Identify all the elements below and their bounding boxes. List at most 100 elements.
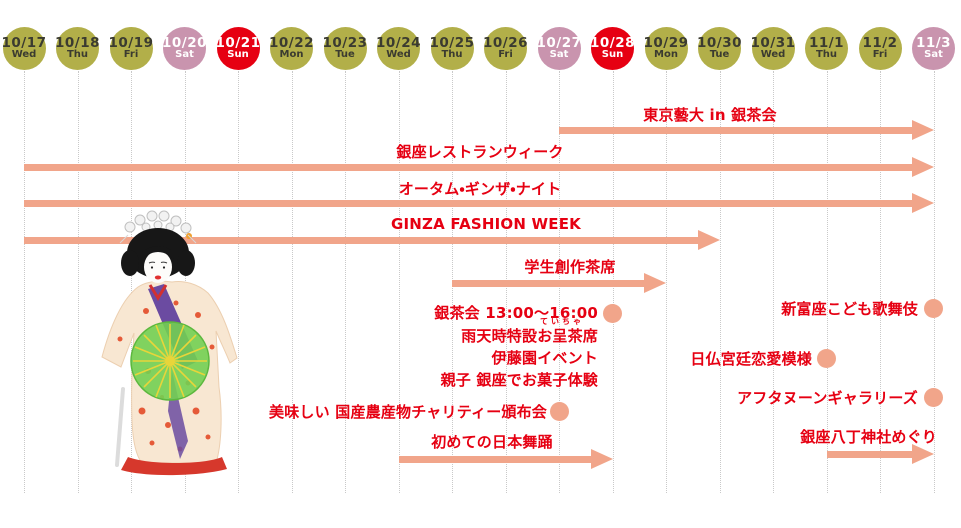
event-sublabel: 雨天時特設お呈茶席 bbox=[461, 327, 598, 345]
grid-line bbox=[77, 71, 79, 493]
date-label: 10/28 bbox=[590, 35, 636, 52]
dow-label: Wed bbox=[386, 49, 411, 61]
arrowhead-icon bbox=[644, 273, 666, 293]
event-label: 初めての日本舞踊 bbox=[431, 433, 553, 451]
dow-label: Tue bbox=[709, 49, 730, 61]
dow-label: Fri bbox=[872, 49, 888, 61]
dow-label: Thu bbox=[815, 49, 838, 61]
event-label: 美味しい 国産農産物チャリティー頒布会 bbox=[269, 403, 547, 421]
hair-ornament-icon bbox=[119, 210, 197, 244]
dow-label: Thu bbox=[441, 49, 463, 61]
arrowhead-icon bbox=[911, 120, 934, 140]
event-label: 銀座八丁神社めぐり bbox=[800, 428, 937, 446]
arrowhead-icon bbox=[911, 444, 934, 464]
dow-label: Sat bbox=[175, 49, 194, 61]
event-duration-bar bbox=[24, 236, 704, 244]
dow-label: Sun bbox=[227, 49, 249, 61]
dow-label: Wed bbox=[760, 49, 786, 61]
date-label: 10/24 bbox=[376, 35, 422, 52]
grid-line bbox=[24, 71, 25, 493]
date-label: 10/30 bbox=[697, 35, 743, 52]
dow-label: Sat bbox=[549, 49, 569, 61]
event-sublabel: 親子 銀座でお菓子体験 bbox=[440, 371, 598, 389]
event-duration-bar bbox=[452, 279, 650, 287]
dow-label: Sun bbox=[601, 49, 624, 61]
arrowhead-icon bbox=[590, 449, 613, 469]
event-day-dot bbox=[549, 401, 569, 421]
event-duration-bar bbox=[398, 455, 597, 463]
dow-label: Fri bbox=[498, 49, 513, 61]
event-sublabel: 伊藤園イベント bbox=[491, 349, 598, 367]
dancer-figure-photo bbox=[101, 210, 238, 476]
event-day-dot bbox=[603, 303, 622, 323]
date-label: 10/26 bbox=[483, 35, 529, 52]
date-label: 10/29 bbox=[643, 35, 689, 52]
event-duration-bar bbox=[24, 163, 918, 171]
date-label: 11/3 bbox=[915, 35, 952, 52]
event-day-dot bbox=[924, 387, 943, 407]
arrowhead-icon bbox=[697, 230, 720, 250]
dow-label: Tue bbox=[335, 49, 355, 61]
dow-label: Fri bbox=[123, 49, 139, 61]
event-label: オータム・ギンザ・ナイト bbox=[398, 180, 562, 198]
grid-line bbox=[345, 71, 346, 493]
event-duration-bar bbox=[826, 450, 918, 458]
furigana-label: ていちゃ bbox=[540, 317, 584, 326]
umbrella-handle bbox=[115, 387, 125, 467]
date-label: 10/18 bbox=[55, 35, 101, 52]
event-label: 新富座こども歌舞伎 bbox=[781, 300, 918, 318]
date-label: 10/25 bbox=[429, 35, 475, 52]
date-label: 11/1 bbox=[808, 35, 845, 52]
umbrella-icon bbox=[130, 321, 210, 401]
hair bbox=[121, 228, 195, 278]
date-label: 10/22 bbox=[269, 35, 315, 52]
date-label: 10/20 bbox=[162, 35, 208, 52]
event-day-dot bbox=[817, 348, 836, 368]
event-label: 学生創作茶席 bbox=[524, 258, 616, 276]
date-label: 10/27 bbox=[536, 35, 582, 52]
event-label: 銀座レストランウィーク bbox=[396, 143, 564, 161]
date-label: 10/21 bbox=[215, 35, 261, 52]
dow-label: Sat bbox=[924, 49, 943, 61]
event-label: 東京藝大 in 銀茶会 bbox=[643, 106, 777, 124]
grid-line bbox=[773, 71, 774, 493]
event-label: GINZA FASHION WEEK bbox=[390, 215, 582, 233]
grid-line bbox=[933, 71, 935, 493]
event-duration-bar bbox=[559, 126, 918, 134]
event-label: アフタヌーンギャラリーズ bbox=[737, 389, 918, 407]
event-label: 日仏宮廷恋愛模様 bbox=[690, 350, 812, 368]
event-day-dot bbox=[924, 298, 943, 318]
grid-line bbox=[826, 71, 828, 493]
grid-line bbox=[719, 71, 721, 493]
date-label: 10/31 bbox=[750, 35, 796, 52]
date-label: 10/17 bbox=[1, 35, 47, 52]
grid-line bbox=[131, 71, 132, 493]
dow-label: Mon bbox=[654, 49, 678, 61]
date-label: 10/23 bbox=[322, 35, 368, 52]
event-label: 銀茶会 13:00～16:00 bbox=[434, 304, 598, 322]
date-label: 10/19 bbox=[108, 35, 154, 52]
dow-label: Thu bbox=[66, 49, 89, 61]
grid-line bbox=[398, 71, 400, 493]
arrowhead-icon bbox=[911, 157, 934, 177]
event-duration-bar bbox=[24, 199, 918, 207]
grid-line bbox=[880, 71, 881, 493]
grid-line bbox=[291, 71, 293, 493]
